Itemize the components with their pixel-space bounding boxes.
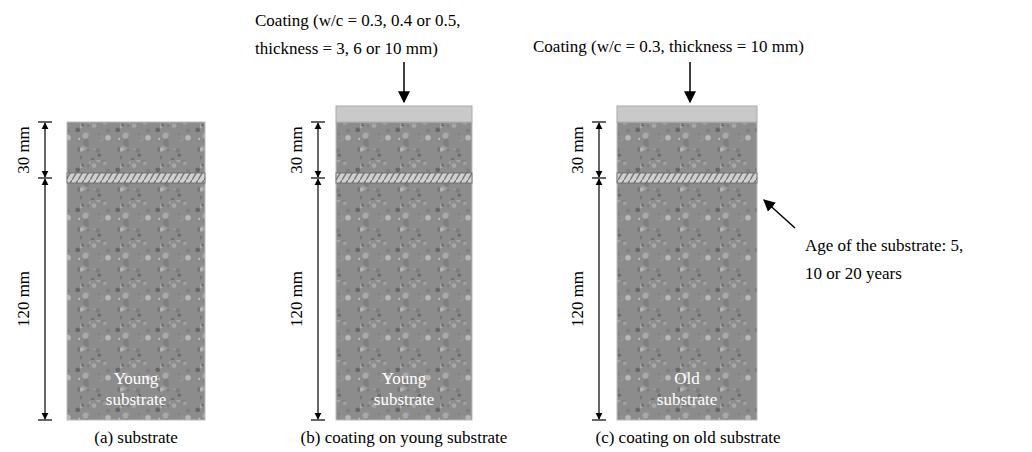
dimension-tick [38,121,52,122]
substrate-block: Young substrate [336,122,472,420]
rebar [336,173,472,183]
coating-layer [336,106,472,122]
sub-caption: (b) coating on young substrate [301,424,508,452]
substrate-block: Old substrate [617,122,757,420]
dimension-label: 120 mm [287,271,307,327]
dimension-line [317,179,318,419]
dimension-tick [38,419,52,420]
dimension-line [44,123,45,177]
dimension-line [44,179,45,419]
age-note: Age of the substrate: 5, 10 or 20 years [805,232,973,288]
dimension-line [598,123,599,177]
block-label: Young substrate [359,368,449,410]
coating-note: Coating (w/c = 0.3, 0.4 or 0.5, thicknes… [255,7,495,63]
dimension-tick [592,177,606,178]
dimension-label: 30 mm [287,126,307,174]
dimension-label: 30 mm [568,126,588,174]
dimension-label: 120 mm [568,271,588,327]
leader-arrow [764,200,795,228]
coating-layer [617,106,757,122]
dimension-label: 120 mm [14,271,34,327]
concrete-block [617,122,757,420]
dimension-label: 30 mm [14,126,34,174]
dimension-tick [311,419,325,420]
rebar [67,173,205,183]
dimension-line [598,179,599,419]
substrate-block: Young substrate [67,122,205,420]
concrete-block [67,122,205,420]
dimension-tick [592,419,606,420]
leader-arrow [689,62,691,102]
leader-arrow [403,62,405,102]
concrete-block [336,122,472,420]
dimension-line [317,123,318,177]
rebar [617,173,757,183]
block-label: Young substrate [91,368,181,410]
dimension-tick [38,177,52,178]
sub-caption: (c) coating on old substrate [595,424,780,452]
dimension-tick [311,177,325,178]
dimension-tick [311,121,325,122]
block-label: Old substrate [642,368,732,410]
coating-note: Coating (w/c = 0.3, thickness = 10 mm) [533,33,1003,61]
sub-caption: (a) substrate [94,424,178,452]
dimension-tick [592,121,606,122]
